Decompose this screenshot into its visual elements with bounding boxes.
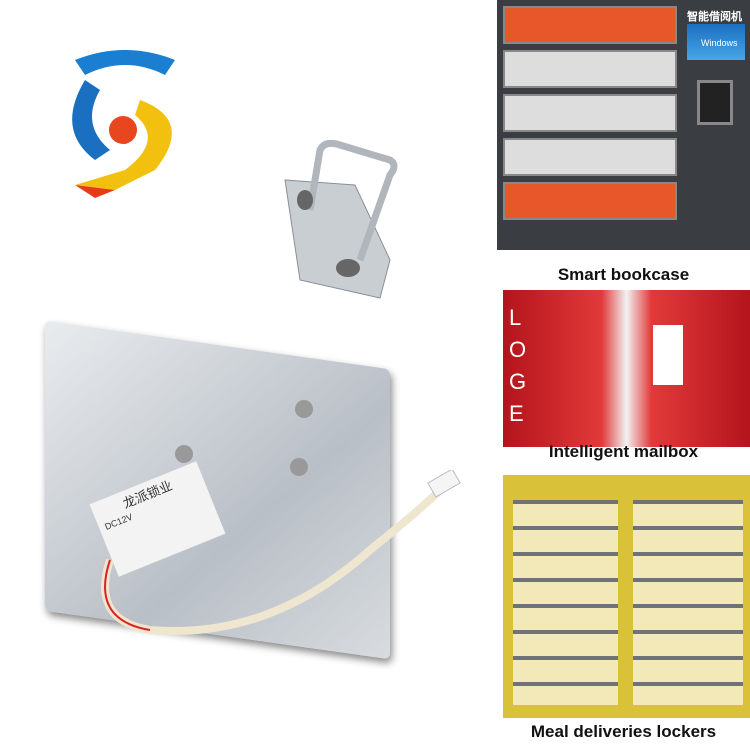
latch-bracket-image [280, 139, 400, 300]
lock-cable [90, 468, 470, 660]
bookcase-screen-title: 智能借阅机 [687, 11, 742, 23]
caption-intelligent-mailbox: Intelligent mailbox [548, 442, 699, 461]
smart-bookcase-image: 智能借阅机 Windows [497, 0, 750, 250]
windows-text: Windows [701, 38, 738, 48]
wall-letters: LOGE [509, 305, 527, 426]
company-logo [55, 40, 195, 200]
screw-icon [295, 400, 313, 418]
bookcase-screen: Windows [687, 24, 745, 60]
meal-lockers-image [503, 475, 750, 718]
kiosk-screen [697, 80, 733, 125]
caption-smart-bookcase: Smart bookcase [557, 265, 690, 284]
intelligent-mailbox-image: LOGE [503, 290, 750, 447]
screw-icon [175, 445, 193, 463]
mailbox-door [653, 325, 683, 385]
caption-meal-lockers: Meal deliveries lockers [530, 722, 717, 741]
screw-icon [290, 458, 308, 476]
